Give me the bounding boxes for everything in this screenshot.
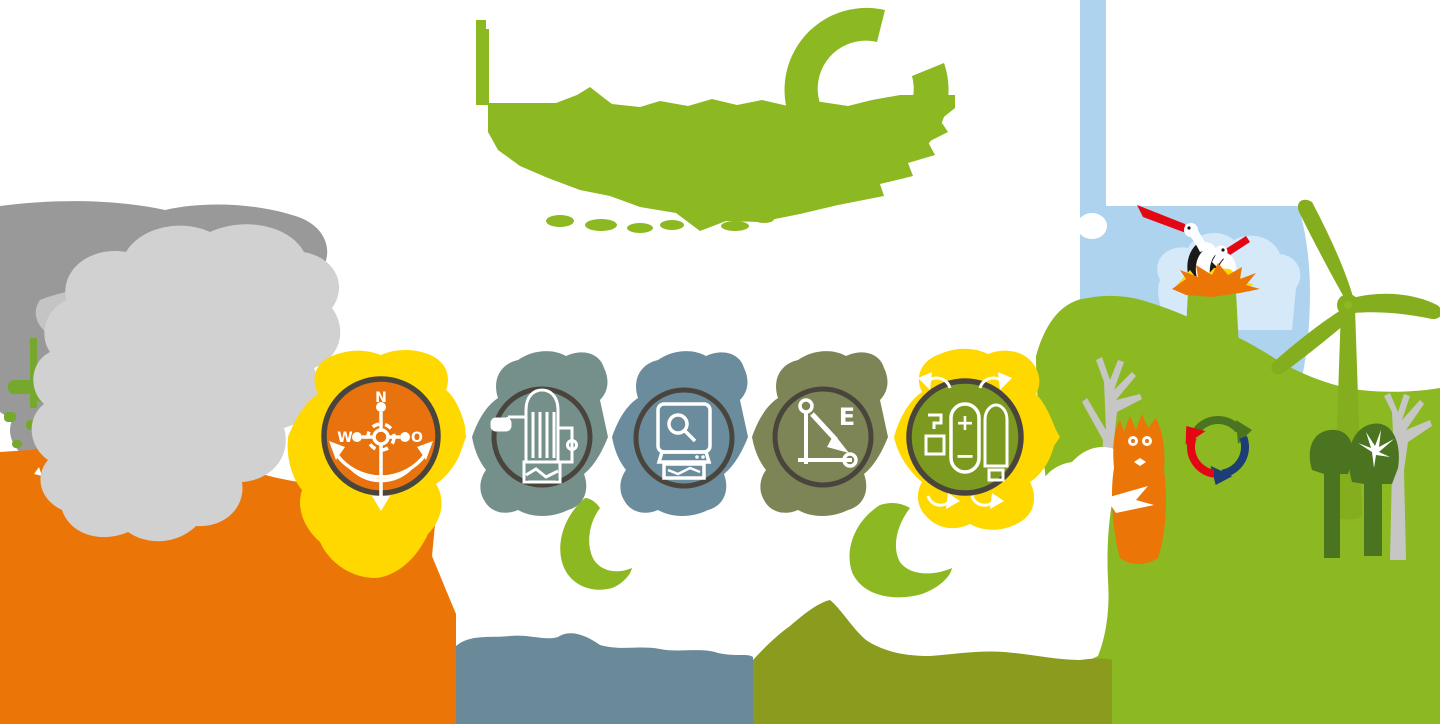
- bare-trees: [1082, 357, 1432, 560]
- green-swooshes: [560, 498, 952, 598]
- bluegray-band: [456, 633, 753, 724]
- step-circle-2: [490, 386, 593, 488]
- bare-tree-left: [1082, 357, 1142, 492]
- white-cloud-right: [1020, 446, 1132, 663]
- stork-head: [1214, 245, 1228, 259]
- sky-cloud-puff: [1077, 213, 1107, 239]
- gray-cloud-scene: [0, 201, 456, 724]
- stork-beak: [1224, 236, 1250, 257]
- stork-beak: [1137, 205, 1186, 233]
- battery-minus-symbol: −: [955, 442, 975, 470]
- stork-head: [1184, 223, 1198, 237]
- battery-plus-symbol: +: [956, 411, 974, 436]
- owl-wing: [1106, 486, 1154, 513]
- stork-eye: [1187, 226, 1191, 230]
- green-landscape-scene: [1020, 0, 1440, 724]
- round-tree-left: [1309, 429, 1354, 558]
- battery-storage-recycle-icon: [918, 372, 1012, 509]
- owl-pupil-left: [1131, 439, 1135, 443]
- bare-tree-right: [1372, 393, 1432, 560]
- owl: [1106, 414, 1166, 564]
- compass-east-label: O: [411, 430, 423, 446]
- tree-branch-sparkle: [1358, 430, 1394, 468]
- step-circle-4: E: [772, 386, 874, 488]
- step-circle-5: + −: [906, 372, 1024, 509]
- turbine-blade-left: [1271, 308, 1351, 375]
- energy-label: E: [839, 403, 855, 431]
- swoosh-left: [560, 498, 632, 590]
- recycle-arrows-icon: [1185, 415, 1252, 485]
- turbine-hub-center: [1344, 301, 1352, 309]
- nest-orange: [1172, 263, 1260, 297]
- filter-plant-icon: [490, 388, 578, 484]
- olive-band: [753, 600, 1112, 724]
- compass-west-label: W: [337, 430, 352, 446]
- monitor-analysis-icon: [656, 402, 712, 480]
- step-circle-1: N W O: [321, 376, 441, 511]
- owl-beak: [1134, 458, 1146, 466]
- step-circle-3: [633, 387, 735, 489]
- stork-pedestal: [1184, 292, 1240, 366]
- stork-eye: [1221, 248, 1225, 252]
- storks-nest: [1137, 205, 1260, 297]
- round-tree-right: [1348, 423, 1399, 556]
- turbine-blade-up: [1297, 199, 1354, 304]
- turbine-blade-right: [1352, 293, 1440, 320]
- owl-pupil-right: [1145, 439, 1149, 443]
- energy-reduction-graph-icon: [798, 398, 858, 468]
- swoosh-right: [849, 503, 952, 598]
- compass-north-label: N: [375, 390, 387, 406]
- logo-green-blob: [476, 7, 955, 233]
- evergreen-trees: [1309, 423, 1399, 558]
- compass-wind-direction-icon: [329, 402, 433, 511]
- light-cloud: [31, 224, 341, 542]
